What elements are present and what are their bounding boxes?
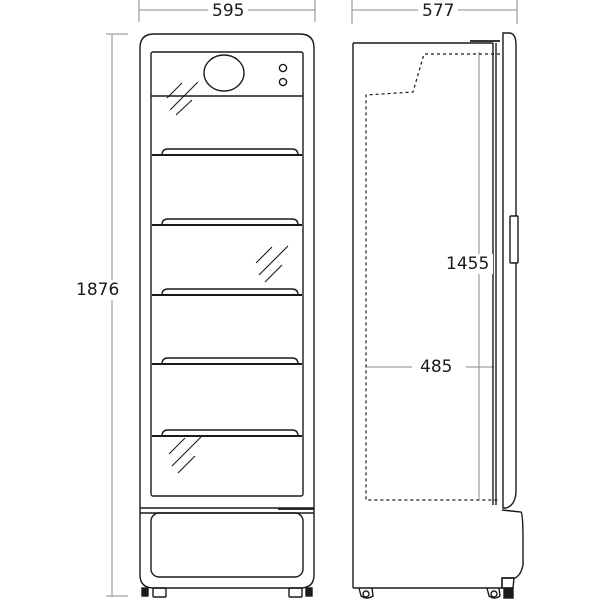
shelf (152, 357, 302, 365)
shelf (152, 148, 302, 156)
total-height-dimension (106, 33, 128, 597)
foot-icon (141, 587, 167, 598)
shelves (152, 148, 302, 437)
cabinet-outline (139, 33, 315, 589)
front-width-label: 595 (208, 1, 249, 21)
inner-height-label: 1455 (442, 254, 494, 274)
adjustable-foot-icon (503, 587, 514, 599)
foot-icon (288, 587, 313, 598)
base-panel (150, 512, 304, 578)
shelf (152, 429, 302, 437)
caster-icon (486, 587, 501, 599)
glass-reflection-icon (166, 81, 199, 116)
door-profile (502, 32, 517, 509)
glass-reflection-icon (168, 436, 202, 474)
shelf (152, 288, 302, 296)
total-height-label: 1876 (72, 280, 124, 300)
inner-depth-label: 485 (416, 357, 457, 377)
caster-icon (358, 587, 374, 599)
display-dial-icon (203, 54, 245, 92)
compressor-housing (501, 509, 524, 579)
glass-reflection-icon (255, 245, 289, 283)
front-view (106, 0, 316, 598)
side-depth-label: 577 (418, 1, 459, 21)
door-handle-icon (509, 215, 519, 264)
button-icon (278, 77, 288, 87)
side-view (351, 0, 524, 599)
shelf (152, 218, 302, 226)
interior-outline (365, 53, 500, 501)
button-icon (278, 63, 288, 73)
glass-door (150, 51, 304, 497)
